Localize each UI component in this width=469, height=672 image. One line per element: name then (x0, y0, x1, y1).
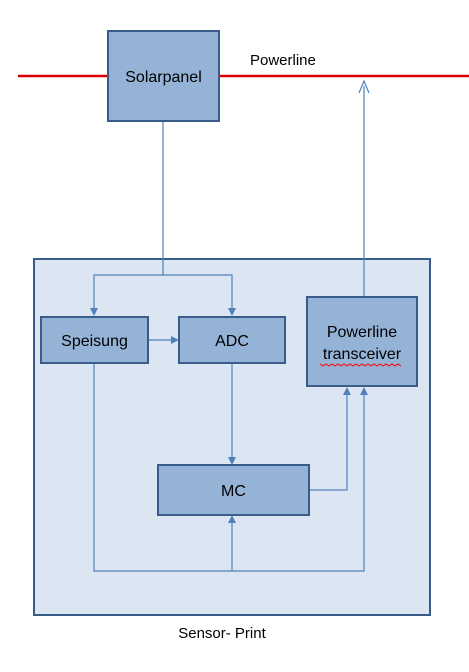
spellcheck-underline (319, 363, 402, 367)
arrow-speisung-in (90, 308, 98, 316)
arrow-transceiver-from-supply (360, 387, 368, 395)
powerline-transceiver-node: Powerline transceiver (306, 296, 418, 387)
arrow-mc-from-supply (228, 515, 236, 523)
speisung-node: Speisung (40, 316, 149, 364)
mc-label: MC (221, 483, 246, 500)
arrow-adc-in (228, 308, 236, 316)
connectors (90, 79, 370, 572)
solarpanel-label: Solarpanel (125, 69, 202, 86)
connector-supply-loop (93, 364, 365, 572)
arrow-adc-from-speisung (171, 336, 179, 344)
arrow-mc-from-adc (228, 457, 236, 465)
connector-to-speisung (93, 274, 163, 309)
powerline-label: Powerline (250, 52, 316, 69)
arrow-transceiver-from-mc (343, 387, 351, 395)
speisung-label: Speisung (61, 333, 128, 350)
connector-to-adc (163, 274, 233, 309)
connector-mc-transceiver (309, 394, 348, 491)
sensor-print-label: Sensor- Print (178, 625, 266, 642)
adc-node: ADC (178, 316, 286, 364)
mc-node: MC (157, 464, 310, 516)
arrow-powerline-open (358, 79, 370, 94)
adc-label: ADC (215, 333, 249, 350)
transceiver-label-line1: Powerline (327, 324, 397, 341)
solarpanel-node: Solarpanel (107, 30, 220, 122)
transceiver-label-line2: transceiver (323, 346, 402, 363)
